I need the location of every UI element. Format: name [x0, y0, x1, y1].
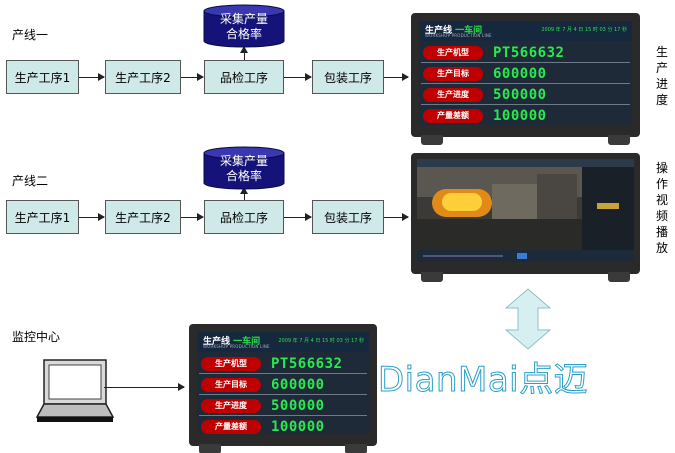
line1-label: 产线一 — [12, 28, 49, 42]
board2-key: 生产机型 — [201, 357, 261, 371]
monitor-foot — [345, 444, 367, 453]
board2-key: 生产目标 — [201, 378, 261, 392]
board1-value: 500000 — [493, 87, 547, 103]
line1-step-1: 生产工序1 — [6, 60, 79, 94]
board2-value: 100000 — [271, 419, 325, 434]
board2-row: 生产机型 PT566632 — [199, 354, 367, 374]
line1-step-2: 生产工序2 — [105, 60, 181, 94]
line2-db-text-1: 采集产量 — [219, 154, 268, 168]
line1-arrow-3 — [284, 73, 312, 81]
line2-monitor — [411, 153, 640, 282]
line2-arrow-1 — [79, 213, 105, 221]
line2-step-1: 生产工序1 — [6, 200, 79, 234]
board2-key: 生产进度 — [201, 399, 261, 413]
video-frame — [417, 159, 634, 262]
line1-database: 采集产量 合格率 — [203, 4, 285, 48]
board1-row: 生产进度 500000 — [421, 85, 630, 105]
board1-value: 600000 — [493, 66, 547, 82]
board1-key: 生产机型 — [423, 46, 483, 60]
line2-arrow-4 — [384, 213, 409, 221]
line1-arrow-4 — [384, 73, 409, 81]
monitor-foot — [608, 135, 630, 145]
line1-arrow-2 — [181, 73, 204, 81]
board1-value: 100000 — [493, 108, 547, 124]
board2-value: 600000 — [271, 377, 325, 393]
production-board-2: 生产线 一车间 WORKSHOP PRODUCTION LINE 2009 年 … — [197, 332, 369, 434]
board2-value: 500000 — [271, 398, 325, 414]
laptop-arrow — [104, 383, 185, 391]
line2-arrow-2 — [181, 213, 204, 221]
board1-row: 生产机型 PT566632 — [421, 43, 630, 63]
bidirectional-arrow — [505, 288, 551, 350]
board2-en-subtitle: WORKSHOP PRODUCTION LINE — [203, 344, 270, 349]
line1-side-label: 生产进度 — [655, 45, 668, 107]
line1-db-text-1: 采集产量 — [219, 12, 268, 26]
line2-database: 采集产量 合格率 — [203, 146, 285, 190]
board2-row: 产量差额 100000 — [199, 417, 367, 434]
line1-up-arrow — [240, 46, 248, 60]
board2-row: 生产目标 600000 — [199, 375, 367, 395]
board1-row: 生产目标 600000 — [421, 64, 630, 84]
line2-db-text-2: 合格率 — [225, 169, 262, 183]
board1-subtitle: 一车间 — [455, 26, 483, 36]
line2-arrow-3 — [284, 213, 312, 221]
board2-value: PT566632 — [271, 356, 343, 372]
line2-label: 产线二 — [12, 174, 49, 188]
line2-up-arrow — [240, 187, 248, 200]
board1-en-subtitle: WORKSHOP PRODUCTION LINE — [425, 33, 492, 38]
board2-title: 生产线 — [203, 337, 231, 347]
board1-key: 生产进度 — [423, 88, 483, 102]
line2-side-label: 操作视频播放 — [655, 161, 668, 255]
board1-key: 产量差额 — [423, 109, 483, 123]
line1-step-3: 品检工序 — [204, 60, 284, 94]
video-player[interactable] — [417, 159, 634, 262]
board2-time: 2009 年 7 月 4 日 15 时 03 分 17 秒 — [278, 338, 364, 344]
line2-step-3: 品检工序 — [204, 200, 284, 234]
laptop-icon — [36, 359, 114, 422]
board1-value: PT566632 — [493, 45, 565, 61]
board2-row: 生产进度 500000 — [199, 396, 367, 416]
dianmai-logo: DianMai点迈 — [377, 360, 589, 401]
center-monitor: 生产线 一车间 WORKSHOP PRODUCTION LINE 2009 年 … — [189, 324, 377, 453]
board1-time: 2009 年 7 月 4 日 15 时 03 分 17 秒 — [541, 27, 627, 33]
monitor-foot — [199, 444, 221, 453]
board1-row: 产量差额 100000 — [421, 106, 630, 125]
board2-subtitle: 一车间 — [233, 337, 261, 347]
board1-title: 生产线 — [425, 26, 453, 36]
line1-db-text-2: 合格率 — [225, 27, 262, 41]
board2-key: 产量差额 — [201, 420, 261, 434]
monitor-foot — [421, 272, 443, 282]
monitor-foot — [608, 272, 630, 282]
board1-key: 生产目标 — [423, 67, 483, 81]
line2-step-4: 包装工序 — [312, 200, 384, 234]
line2-step-2: 生产工序2 — [105, 200, 181, 234]
production-board-1: 生产线 一车间 WORKSHOP PRODUCTION LINE 2009 年 … — [419, 21, 632, 125]
line1-step-4: 包装工序 — [312, 60, 384, 94]
line1-monitor: 生产线 一车间 WORKSHOP PRODUCTION LINE 2009 年 … — [411, 13, 640, 145]
line1-arrow-1 — [79, 73, 105, 81]
monitor-center-label: 监控中心 — [12, 330, 61, 344]
monitor-foot — [421, 135, 443, 145]
